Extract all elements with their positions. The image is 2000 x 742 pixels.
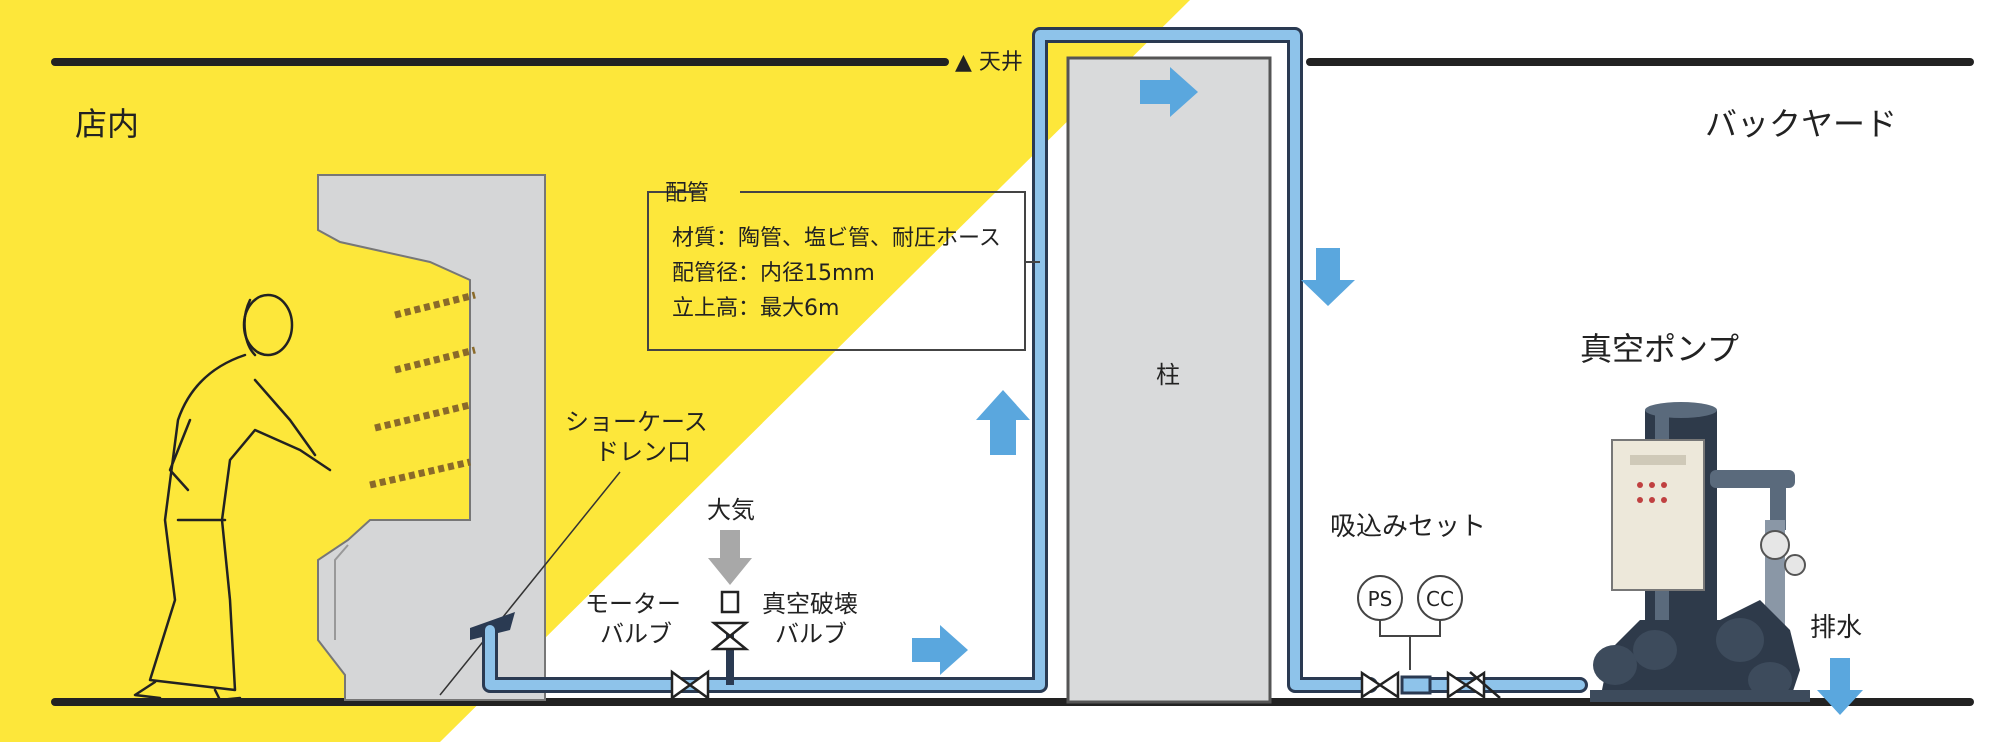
showcase-drain-label-line2: ドレン口	[595, 438, 691, 466]
piping-spec-box	[647, 191, 1040, 351]
suction-valve[interactable]	[1360, 670, 1400, 700]
flow-arrow-right-bottom	[912, 625, 968, 675]
showcase	[317, 174, 546, 701]
vacuum-break-valve-label-line2: バルブ	[775, 620, 847, 648]
shopper-figure	[133, 293, 332, 702]
piping-diameter: 配管径：内径15mm	[672, 261, 875, 286]
check-valve	[1446, 670, 1501, 700]
ceiling-label: ▲ 天井	[955, 50, 1023, 75]
showcase-drain-label-line1: ショーケース	[565, 408, 708, 436]
suction-fitting	[1400, 675, 1432, 695]
drain-label: 排水	[1810, 613, 1862, 643]
vacuum-break-valve-label-line1: 真空破壊	[762, 590, 858, 618]
motor-valve-label-line2: バルブ	[600, 620, 672, 648]
column-label: 柱	[1156, 361, 1180, 389]
motor-valve-label-line1: モーター	[585, 590, 681, 618]
flow-arrow-right-top	[1140, 67, 1198, 117]
piping-rise: 立上高：最大6m	[672, 296, 839, 321]
atmosphere-arrow	[708, 530, 752, 585]
backyard-label: バックヤード	[1705, 105, 1897, 143]
store-label: 店内	[75, 105, 139, 143]
showcase-drain-leader	[439, 471, 621, 696]
piping-material: 材質：陶管、塩ビ管、耐圧ホース	[672, 226, 1001, 251]
vacuum-pump	[1590, 402, 1810, 702]
flow-arrow-up	[976, 390, 1030, 455]
column	[1066, 56, 1272, 704]
suction-set-label: 吸込みセット	[1330, 512, 1486, 542]
cc-gauge-label: CC	[1426, 587, 1454, 611]
drain-arrow-down	[1817, 658, 1863, 715]
suction-set-wiring	[1379, 620, 1441, 670]
flow-arrow-down	[1301, 248, 1355, 306]
vacuum-break-valve[interactable]	[710, 590, 750, 685]
motor-valve[interactable]	[670, 669, 710, 701]
atmosphere-label: 大気	[707, 496, 755, 524]
store-area-background	[0, 0, 1190, 742]
vacuum-pump-label: 真空ポンプ	[1580, 330, 1739, 368]
ps-gauge-label: PS	[1368, 587, 1393, 611]
piping-box-title: 配管	[665, 181, 709, 206]
